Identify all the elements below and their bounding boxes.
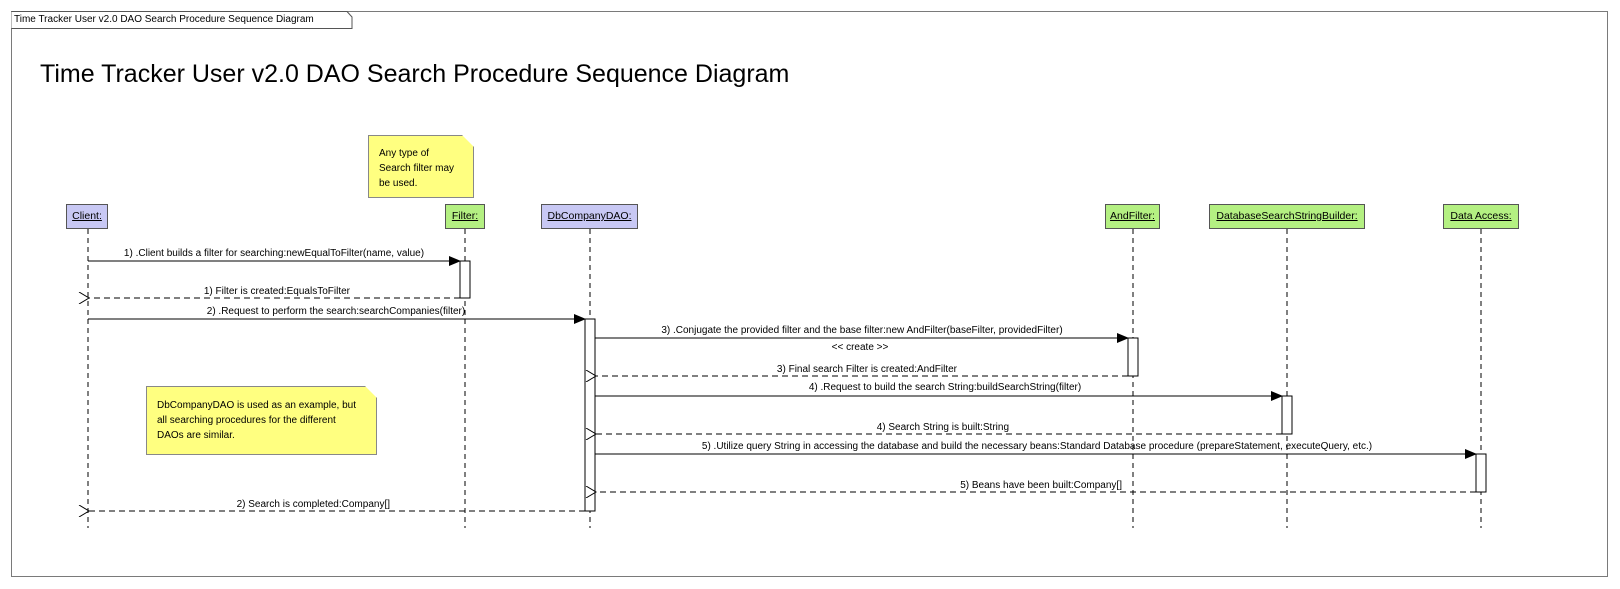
- activation-andfilter: [1127, 337, 1139, 377]
- participant-dbcompanydao[interactable]: DbCompanyDAO:: [541, 204, 638, 229]
- message-label: 3) .Conjugate the provided filter and th…: [661, 325, 1062, 336]
- note-line: all searching procedures for the differe…: [157, 415, 336, 426]
- note-line: Any type of: [379, 148, 430, 159]
- message-label: 2) .Request to perform the search:search…: [207, 306, 465, 317]
- activation-dbcompanydao: [584, 318, 596, 512]
- note-line: DbCompanyDAO is used as an example, but: [157, 400, 356, 411]
- participant-andfilter[interactable]: AndFilter:: [1105, 204, 1160, 229]
- participant-filter[interactable]: Filter:: [445, 204, 485, 229]
- message-label: 1) .Client builds a filter for searching…: [124, 248, 424, 259]
- participant-data-access[interactable]: Data Access:: [1443, 204, 1519, 229]
- message-label: 5) Beans have been built:Company[]: [960, 480, 1122, 491]
- message-label: 5) .Utilize query String in accessing th…: [702, 441, 1372, 452]
- participant-client[interactable]: Client:: [66, 204, 108, 229]
- diagram-frame: [11, 11, 1608, 577]
- note-line: Search filter may: [379, 163, 455, 174]
- frame-label: Time Tracker User v2.0 DAO Search Proced…: [14, 14, 314, 25]
- activation-databasesearchstringbuilder: [1281, 395, 1293, 435]
- participant-databasesearchstringbuilder[interactable]: DatabaseSearchStringBuilder:: [1209, 204, 1365, 229]
- message-label: 3) Final search Filter is created:AndFil…: [777, 364, 958, 375]
- note-line: be used.: [379, 178, 418, 189]
- diagram-title: Time Tracker User v2.0 DAO Search Proced…: [40, 60, 790, 88]
- message-label: 2) Search is completed:Company[]: [237, 499, 391, 510]
- note-dao: DbCompanyDAO is used as an example, but …: [146, 386, 377, 455]
- note-line: DAOs are similar.: [157, 430, 235, 441]
- frame-tab: [11, 11, 353, 29]
- message-label: 4) Search String is built:String: [877, 422, 1009, 433]
- message-label: 4) .Request to build the search String:b…: [809, 382, 1081, 393]
- message-label: << create >>: [832, 342, 889, 353]
- message-label: 1) Filter is created:EqualsToFilter: [204, 286, 351, 297]
- activation-data-access: [1475, 453, 1487, 493]
- activation-filter: [459, 260, 471, 299]
- note-filter: Any type of Search filter may be used.: [368, 135, 474, 198]
